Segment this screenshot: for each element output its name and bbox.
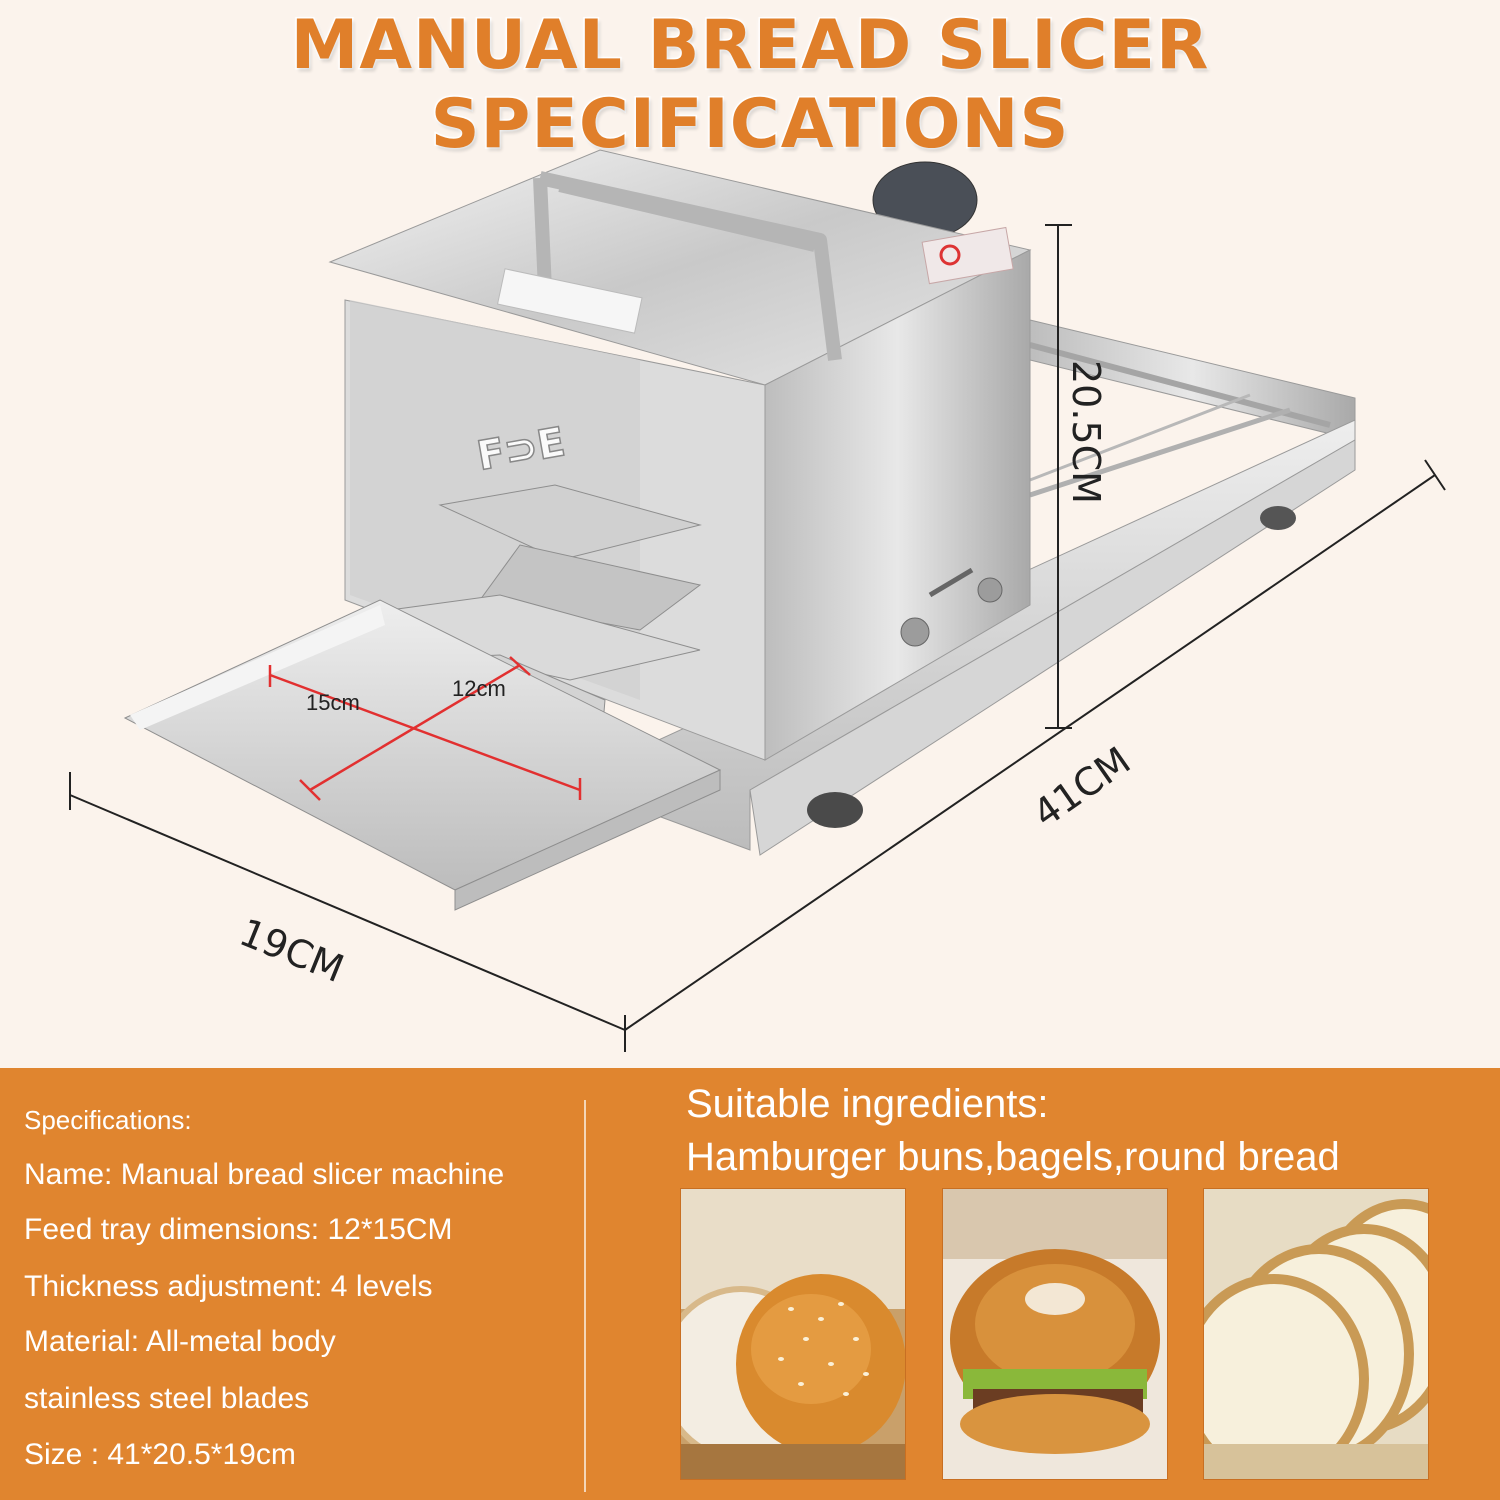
bagel-photo [942,1188,1168,1480]
spec-material: Material: All-metal body [24,1325,336,1358]
panel-divider [584,1100,586,1492]
spec-feed-tray: Feed tray dimensions: 12*15CM [24,1213,453,1246]
spec-size: Size : 41*20.5*19cm [24,1438,296,1471]
spec-blades: stainless steel blades [24,1382,310,1415]
page-title: MANUAL BREAD SLICER SPECIFICATIONS [289,5,1210,166]
tray-width-label: 15cm [306,690,360,715]
base-frame [614,319,1356,856]
height-dimension-label: 20.5CM [1064,360,1108,504]
spec-name: Name: Manual bread slicer machine [24,1158,505,1191]
tray-length-label: 12cm [452,676,506,701]
specs-heading: Specifications: [24,1105,192,1135]
hamburger-bun-photo [680,1188,906,1480]
round-bread-photo [1203,1188,1429,1480]
product-diagram: F⊃E [69,149,1446,1052]
ingredients-heading: Suitable ingredients: [686,1082,1049,1126]
ingredients-list: Hamburger buns,bagels,round bread [686,1135,1340,1179]
dimension-lines [69,224,1446,1052]
spec-thickness: Thickness adjustment: 4 levels [24,1270,433,1303]
feed-tray [123,599,722,911]
